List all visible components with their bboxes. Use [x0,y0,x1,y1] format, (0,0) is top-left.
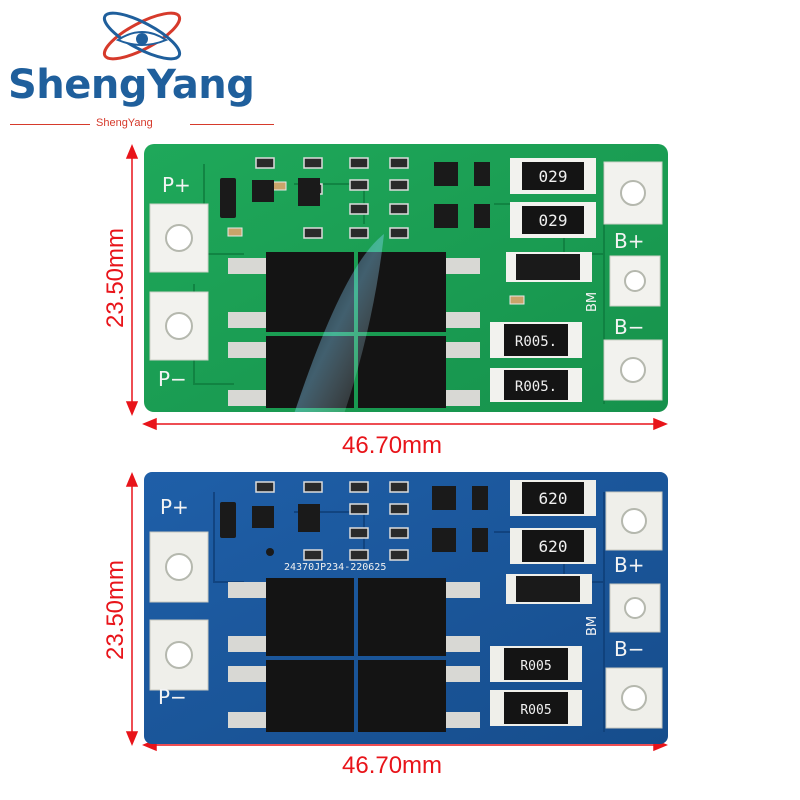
label-p-plus: P+ [160,495,189,519]
resistor-top-2-label: 029 [539,211,568,230]
resistor-top-1 [522,162,584,190]
resistor-bottom-1 [504,324,568,356]
label-bm: BM [585,292,600,312]
label-bm: BM [585,616,600,636]
label-b-minus: B− [614,315,644,339]
brand-name: ShengYang [8,62,255,108]
resistor-top-1-label: 029 [539,167,568,186]
height-label-bottom: 23.50mm [102,559,129,661]
label-b-plus: B+ [614,229,644,253]
brand-divider-right [190,124,274,125]
height-label-top: 23.50mm [102,227,129,329]
label-p-minus: P− [158,367,187,391]
pcb-board-green: P+ P− B+ B− BM 029 029 [144,144,668,412]
eye-orbit-icon [102,11,182,61]
width-label-bottom: 46.70mm [342,752,443,779]
mosfet-group [228,578,480,732]
resistor-top-1 [522,482,584,514]
width-label-top: 46.70mm [342,432,443,459]
resistor-bottom-1 [504,648,568,680]
label-b-plus: B+ [614,553,644,577]
brand-logo: ShengYang ShengYang [0,0,290,135]
resistor-bottom-1-label: R005 [520,659,551,674]
pad-b-plus-upper [603,161,663,225]
diode [516,254,580,280]
resistor-bottom-2-label: R005. [515,379,557,395]
brand-subtitle: ShengYang [96,117,153,129]
label-b-minus: B− [614,637,644,661]
label-p-plus: P+ [162,173,191,197]
resistor-bottom-2 [504,692,568,724]
resistor-top-1-label: 620 [539,489,568,508]
resistor-top-2 [522,530,584,562]
resistor-top-2 [522,206,584,234]
diode [516,576,580,602]
resistor-bottom-1-label: R005. [515,334,557,350]
board-code: 24370JP234-220625 [284,562,386,573]
resistor-bottom-2 [504,370,568,400]
label-p-minus: P− [158,685,187,709]
resistor-bottom-2-label: R005 [520,703,551,718]
brand-divider-left [10,124,90,125]
resistor-top-2-label: 620 [539,537,568,556]
pcb-board-blue: P+ P− B+ B− BM 24370JP234-220625 620 620 [144,472,668,744]
